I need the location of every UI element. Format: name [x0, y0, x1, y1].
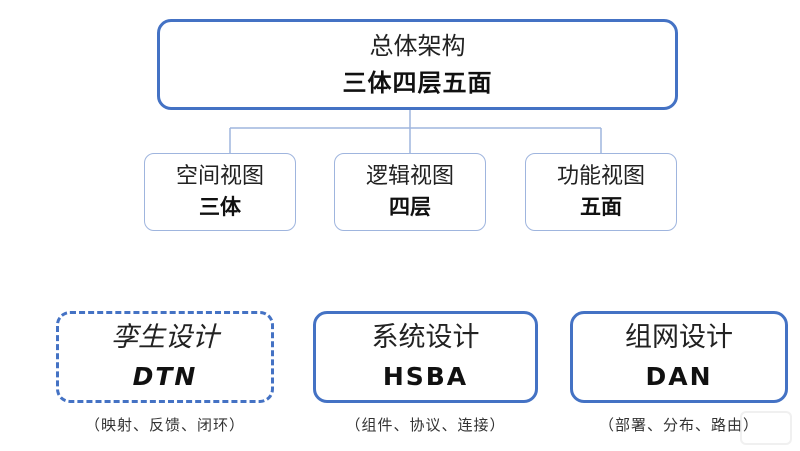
view-title: 功能视图 — [556, 164, 645, 190]
overall-architecture-subtitle: 三体四层五面 — [342, 68, 493, 97]
design-title: 系统设计 — [371, 321, 480, 353]
view-subtitle: 四层 — [389, 194, 431, 219]
view-title: 逻辑视图 — [365, 164, 454, 190]
design-box-twin: 孪生设计 DTN — [56, 311, 274, 403]
design-subtitle: DAN — [645, 362, 713, 392]
view-title: 空间视图 — [175, 164, 264, 190]
design-title: 孪生设计 — [111, 321, 219, 353]
design-subtitle: HSBA — [382, 362, 469, 392]
view-box-spatial: 空间视图 三体 — [144, 153, 296, 231]
design-note: （映射、反馈、闭环） — [84, 416, 245, 434]
design-box-system: 系统设计 HSBA — [313, 311, 538, 403]
view-box-logical: 逻辑视图 四层 — [334, 153, 486, 231]
overall-architecture-box: 总体架构 三体四层五面 — [157, 19, 678, 110]
design-note: （组件、协议、连接） — [345, 416, 506, 434]
design-subtitle: DTN — [132, 362, 198, 392]
view-subtitle: 三体 — [199, 194, 241, 219]
watermark-logo — [740, 411, 792, 445]
design-note: （部署、分布、路由） — [598, 416, 759, 434]
overall-architecture-title: 总体架构 — [369, 31, 466, 60]
view-subtitle: 五面 — [580, 194, 622, 219]
view-box-functional: 功能视图 五面 — [525, 153, 677, 231]
design-title: 组网设计 — [625, 321, 733, 353]
design-box-network: 组网设计 DAN — [570, 311, 788, 403]
